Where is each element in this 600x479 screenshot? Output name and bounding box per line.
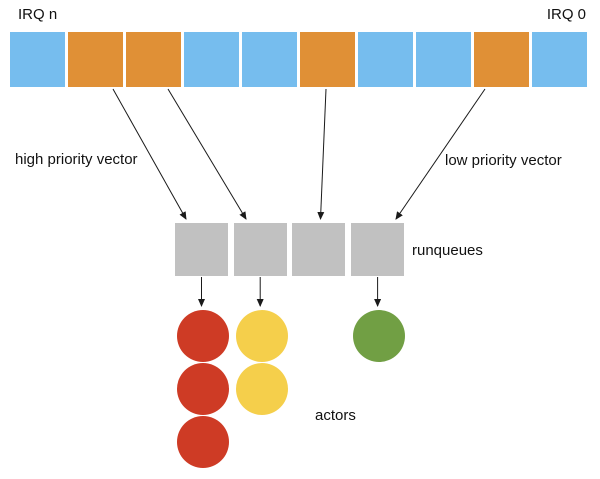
runqueue-cell-1 bbox=[233, 223, 287, 276]
actor-circle-red-0 bbox=[177, 310, 229, 362]
actor-circle-yellow-1 bbox=[235, 363, 288, 415]
high-priority-vector-label: high priority vector bbox=[15, 151, 138, 168]
runqueue-cell-0 bbox=[175, 223, 228, 276]
irq-cell-1-assigned bbox=[67, 32, 123, 87]
actor-circle-red-2 bbox=[177, 416, 229, 468]
irq-cell-4-unassigned bbox=[241, 32, 297, 87]
irq-cell-8-assigned bbox=[473, 32, 529, 87]
vector-arrow-2 bbox=[317, 88, 327, 220]
irq-cell-2-assigned bbox=[125, 32, 181, 87]
irq-cell-5-assigned bbox=[299, 32, 355, 87]
actor-circle-green-0 bbox=[353, 310, 406, 362]
irq-n-label: IRQ n bbox=[18, 6, 58, 23]
vector-arrow-1 bbox=[167, 88, 247, 220]
runqueue-cell-2 bbox=[292, 223, 346, 276]
irq-cell-3-unassigned bbox=[183, 32, 239, 87]
irq-cell-9-unassigned bbox=[531, 32, 587, 87]
irq-cell-6-unassigned bbox=[357, 32, 413, 87]
irq-cell-7-unassigned bbox=[415, 32, 471, 87]
runqueues-label: runqueues bbox=[412, 242, 483, 259]
irq-0-label: IRQ 0 bbox=[546, 6, 586, 23]
actor-circle-yellow-0 bbox=[235, 310, 288, 362]
actor-circle-red-1 bbox=[177, 363, 229, 415]
runqueue-cell-3 bbox=[351, 223, 405, 276]
low-priority-vector-label: low priority vector bbox=[445, 152, 562, 169]
actors-label: actors bbox=[315, 407, 356, 424]
irq-cell-0-unassigned bbox=[9, 32, 65, 87]
